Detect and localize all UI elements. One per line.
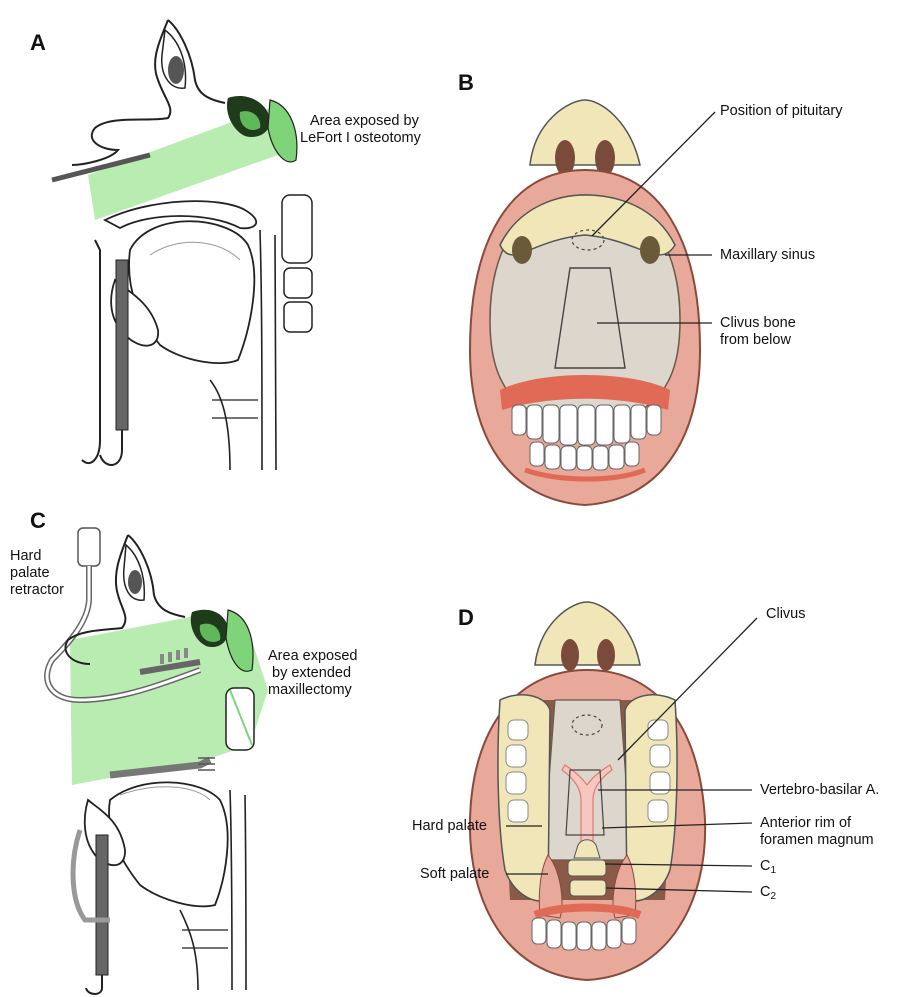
panel-c-sagittal-drawing xyxy=(47,528,268,994)
c1-label: C1 xyxy=(760,858,776,879)
hard-palate-label: Hard palate xyxy=(412,818,487,835)
clivus-label: Clivus xyxy=(766,606,805,623)
anterior-rim-label-line-1: Anterior rim of xyxy=(760,815,851,832)
pituitary-position-label: Position of pituitary xyxy=(720,103,843,120)
panel-d-oral-drawing xyxy=(470,602,705,980)
soft-palate-label: Soft palate xyxy=(420,866,489,883)
vertebro-basilar-label: Vertebro-basilar A. xyxy=(760,782,879,799)
c2-subscript: 2 xyxy=(770,891,776,902)
retractor-label-line-2: palate xyxy=(10,565,50,582)
panel-a-exposure-label-line-2: LeFort I osteotomy xyxy=(300,130,421,147)
c2-label: C2 xyxy=(760,884,776,905)
panel-b-oral-drawing xyxy=(470,100,700,505)
clivus-bone-label-line-1: Clivus bone xyxy=(720,315,796,332)
panel-c-exposure-label-line-2: by extended xyxy=(272,665,351,682)
retractor-label-line-3: retractor xyxy=(10,582,64,599)
maxillary-sinus-label: Maxillary sinus xyxy=(720,247,815,264)
retractor-label-line-1: Hard xyxy=(10,548,41,565)
panel-a-sagittal-drawing xyxy=(52,20,312,470)
c1-subscript: 1 xyxy=(770,865,776,876)
panel-a-exposure-label-line-1: Area exposed by xyxy=(310,113,419,130)
anterior-rim-label-line-2: foramen magnum xyxy=(760,832,874,849)
panel-c-exposure-label-line-1: Area exposed xyxy=(268,648,357,665)
panel-c-exposure-label-line-3: maxillectomy xyxy=(268,682,352,699)
clivus-bone-label-line-2: from below xyxy=(720,332,791,349)
